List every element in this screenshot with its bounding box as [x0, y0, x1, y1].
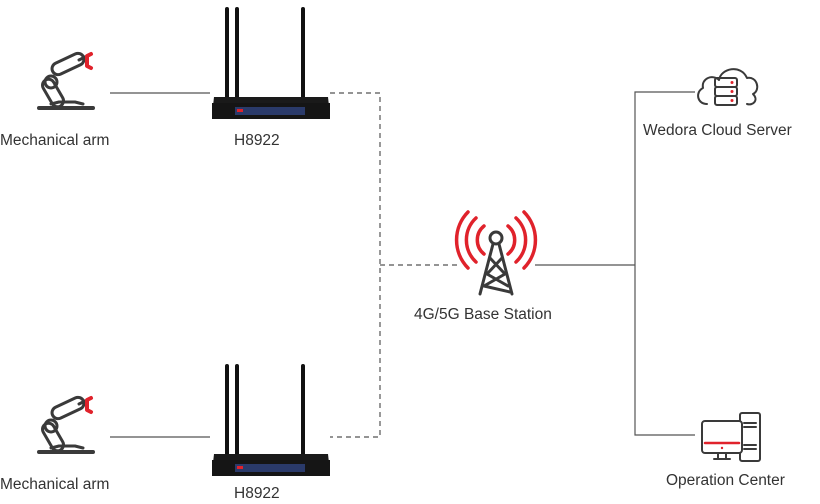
router-bottom-label: H8922 — [234, 485, 280, 502]
arm-bottom-label: Mechanical arm — [0, 476, 110, 493]
arm-top-label: Mechanical arm — [0, 132, 110, 149]
router-top-label: H8922 — [234, 132, 280, 149]
computer-icon — [701, 412, 761, 462]
edge-routers-base-station — [330, 92, 458, 438]
robot-arm-icon — [37, 395, 95, 454]
cloud-label: Wedora Cloud Server — [643, 122, 792, 139]
robot-arm-icon — [37, 51, 95, 110]
cloud-server-icon — [697, 68, 759, 106]
router-icon — [212, 7, 330, 119]
operation-label: Operation Center — [666, 472, 785, 489]
base-station-label: 4G/5G Base Station — [414, 306, 552, 323]
cell-tower-icon — [454, 210, 538, 296]
edge-base-station-servers — [535, 91, 695, 436]
router-icon — [212, 364, 330, 476]
